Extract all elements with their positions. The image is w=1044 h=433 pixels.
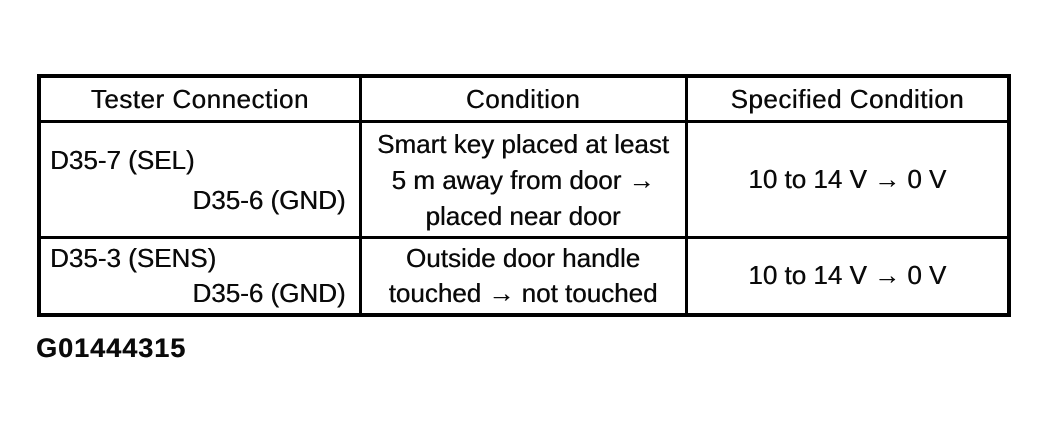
- condition-cell: Smart key placed at least 5 m away from …: [358, 120, 688, 239]
- condition-cell: Outside door handle touched → not touche…: [358, 236, 688, 316]
- table-row: D35-7 (SEL) D35-6 (GND) Smart key placed…: [37, 120, 1011, 239]
- condition-text-line: Smart key placed at least: [377, 128, 669, 159]
- column-header-tester-connection: Tester Connection: [37, 74, 362, 123]
- specified-condition-cell: 10 to 14 V → 0 V: [684, 120, 1011, 239]
- tester-connection-cell: D35-3 (SENS) D35-6 (GND): [37, 236, 362, 316]
- table-header-row: Tester Connection Condition Specified Co…: [37, 74, 1011, 123]
- tester-specification-table: Tester Connection Condition Specified Co…: [37, 74, 1011, 317]
- condition-text-line: placed near door: [425, 200, 621, 231]
- connection-ground-pin: D35-6 (GND): [192, 184, 346, 215]
- connection-ground-pin: D35-6 (GND): [192, 277, 346, 308]
- connection-signal-pin: D35-7 (SEL): [50, 144, 195, 175]
- table-row: D35-3 (SENS) D35-6 (GND) Outside door ha…: [37, 236, 1011, 316]
- column-header-condition: Condition: [358, 74, 688, 123]
- specified-condition-cell: 10 to 14 V → 0 V: [684, 236, 1011, 316]
- tester-connection-cell: D35-7 (SEL) D35-6 (GND): [37, 120, 362, 239]
- figure-code: G01444315: [36, 333, 187, 363]
- condition-text-line: 5 m away from door →: [391, 164, 655, 195]
- condition-text-line: Outside door handle: [405, 242, 641, 273]
- connection-signal-pin: D35-3 (SENS): [50, 242, 217, 273]
- column-header-specified-condition: Specified Condition: [684, 74, 1011, 123]
- condition-text-line: touched → not touched: [388, 277, 658, 308]
